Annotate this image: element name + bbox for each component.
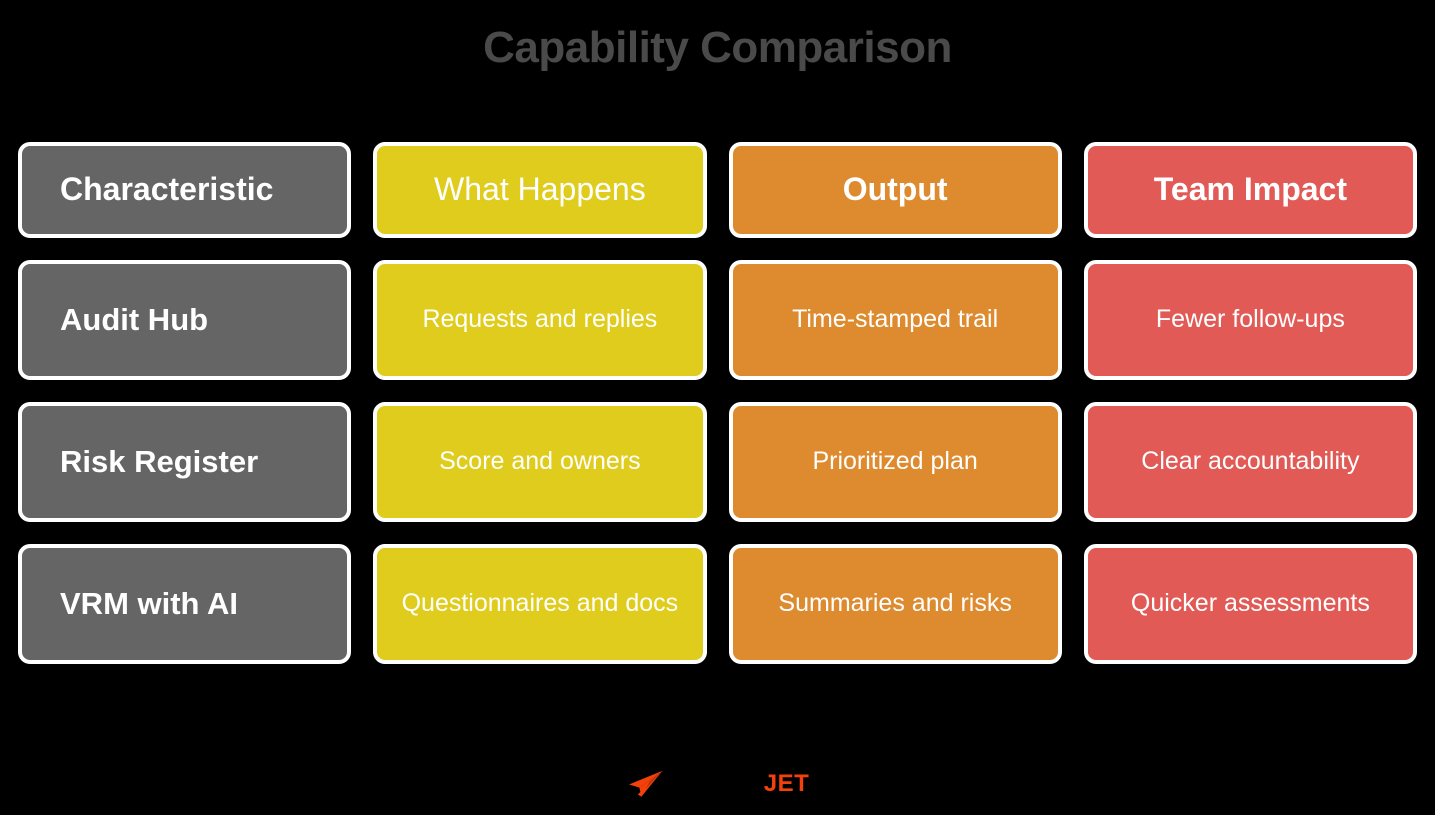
cell-value-output: Time-stamped trail	[792, 305, 999, 334]
cell-team-impact: Clear accountability	[1083, 402, 1417, 522]
table-row: VRM with AI Questionnaires and docs Summ…	[18, 544, 1417, 664]
cell-value-team-impact: Quicker assessments	[1130, 589, 1370, 618]
matrix-header-row: Characteristic What Happens Output Team …	[18, 142, 1417, 238]
logo-wordmark: JET	[763, 770, 810, 797]
header-label-characteristic: Characteristic	[60, 171, 274, 208]
cell-value-characteristic: VRM with AI	[60, 585, 238, 621]
cell-value-characteristic: Audit Hub	[60, 301, 209, 337]
header-cell-team-impact: Team Impact	[1083, 142, 1417, 238]
cell-what-happens: Requests and replies	[373, 260, 707, 380]
header-label-team-impact: Team Impact	[1153, 171, 1347, 208]
header-cell-what-happens: What Happens	[373, 142, 707, 238]
cell-value-team-impact: Clear accountability	[1141, 447, 1360, 476]
header-cell-output: Output	[728, 142, 1062, 238]
cell-value-team-impact: Fewer follow-ups	[1155, 305, 1345, 334]
comparison-matrix: Characteristic What Happens Output Team …	[18, 142, 1417, 664]
cell-characteristic: Risk Register	[18, 402, 352, 522]
cell-characteristic: VRM with AI	[18, 544, 352, 664]
page-title: Capability Comparison	[483, 23, 952, 72]
cell-output: Summaries and risks	[728, 544, 1062, 664]
paper-plane-icon	[628, 770, 663, 797]
cell-value-output: Summaries and risks	[778, 589, 1012, 618]
header-cell-characteristic: Characteristic	[18, 142, 352, 238]
cell-output: Prioritized plan	[728, 402, 1062, 522]
cell-team-impact: Quicker assessments	[1083, 544, 1417, 664]
cell-value-what-happens: Questionnaires and docs	[401, 589, 679, 618]
header-label-what-happens: What Happens	[434, 171, 646, 208]
cell-value-what-happens: Requests and replies	[422, 305, 658, 334]
table-row: Risk Register Score and owners Prioritiz…	[18, 402, 1417, 522]
cell-value-what-happens: Score and owners	[439, 447, 641, 476]
cell-value-output: Prioritized plan	[812, 447, 978, 476]
header-label-output: Output	[842, 171, 948, 208]
cell-what-happens: Score and owners	[373, 402, 707, 522]
table-row: Audit Hub Requests and replies Time-stam…	[18, 260, 1417, 380]
footer-logo: JET	[0, 762, 1435, 806]
cell-output: Time-stamped trail	[728, 260, 1062, 380]
title-bar: Capability Comparison	[0, 0, 1435, 96]
cell-team-impact: Fewer follow-ups	[1083, 260, 1417, 380]
cell-what-happens: Questionnaires and docs	[373, 544, 707, 664]
cell-characteristic: Audit Hub	[18, 260, 352, 380]
cell-value-characteristic: Risk Register	[60, 443, 259, 479]
